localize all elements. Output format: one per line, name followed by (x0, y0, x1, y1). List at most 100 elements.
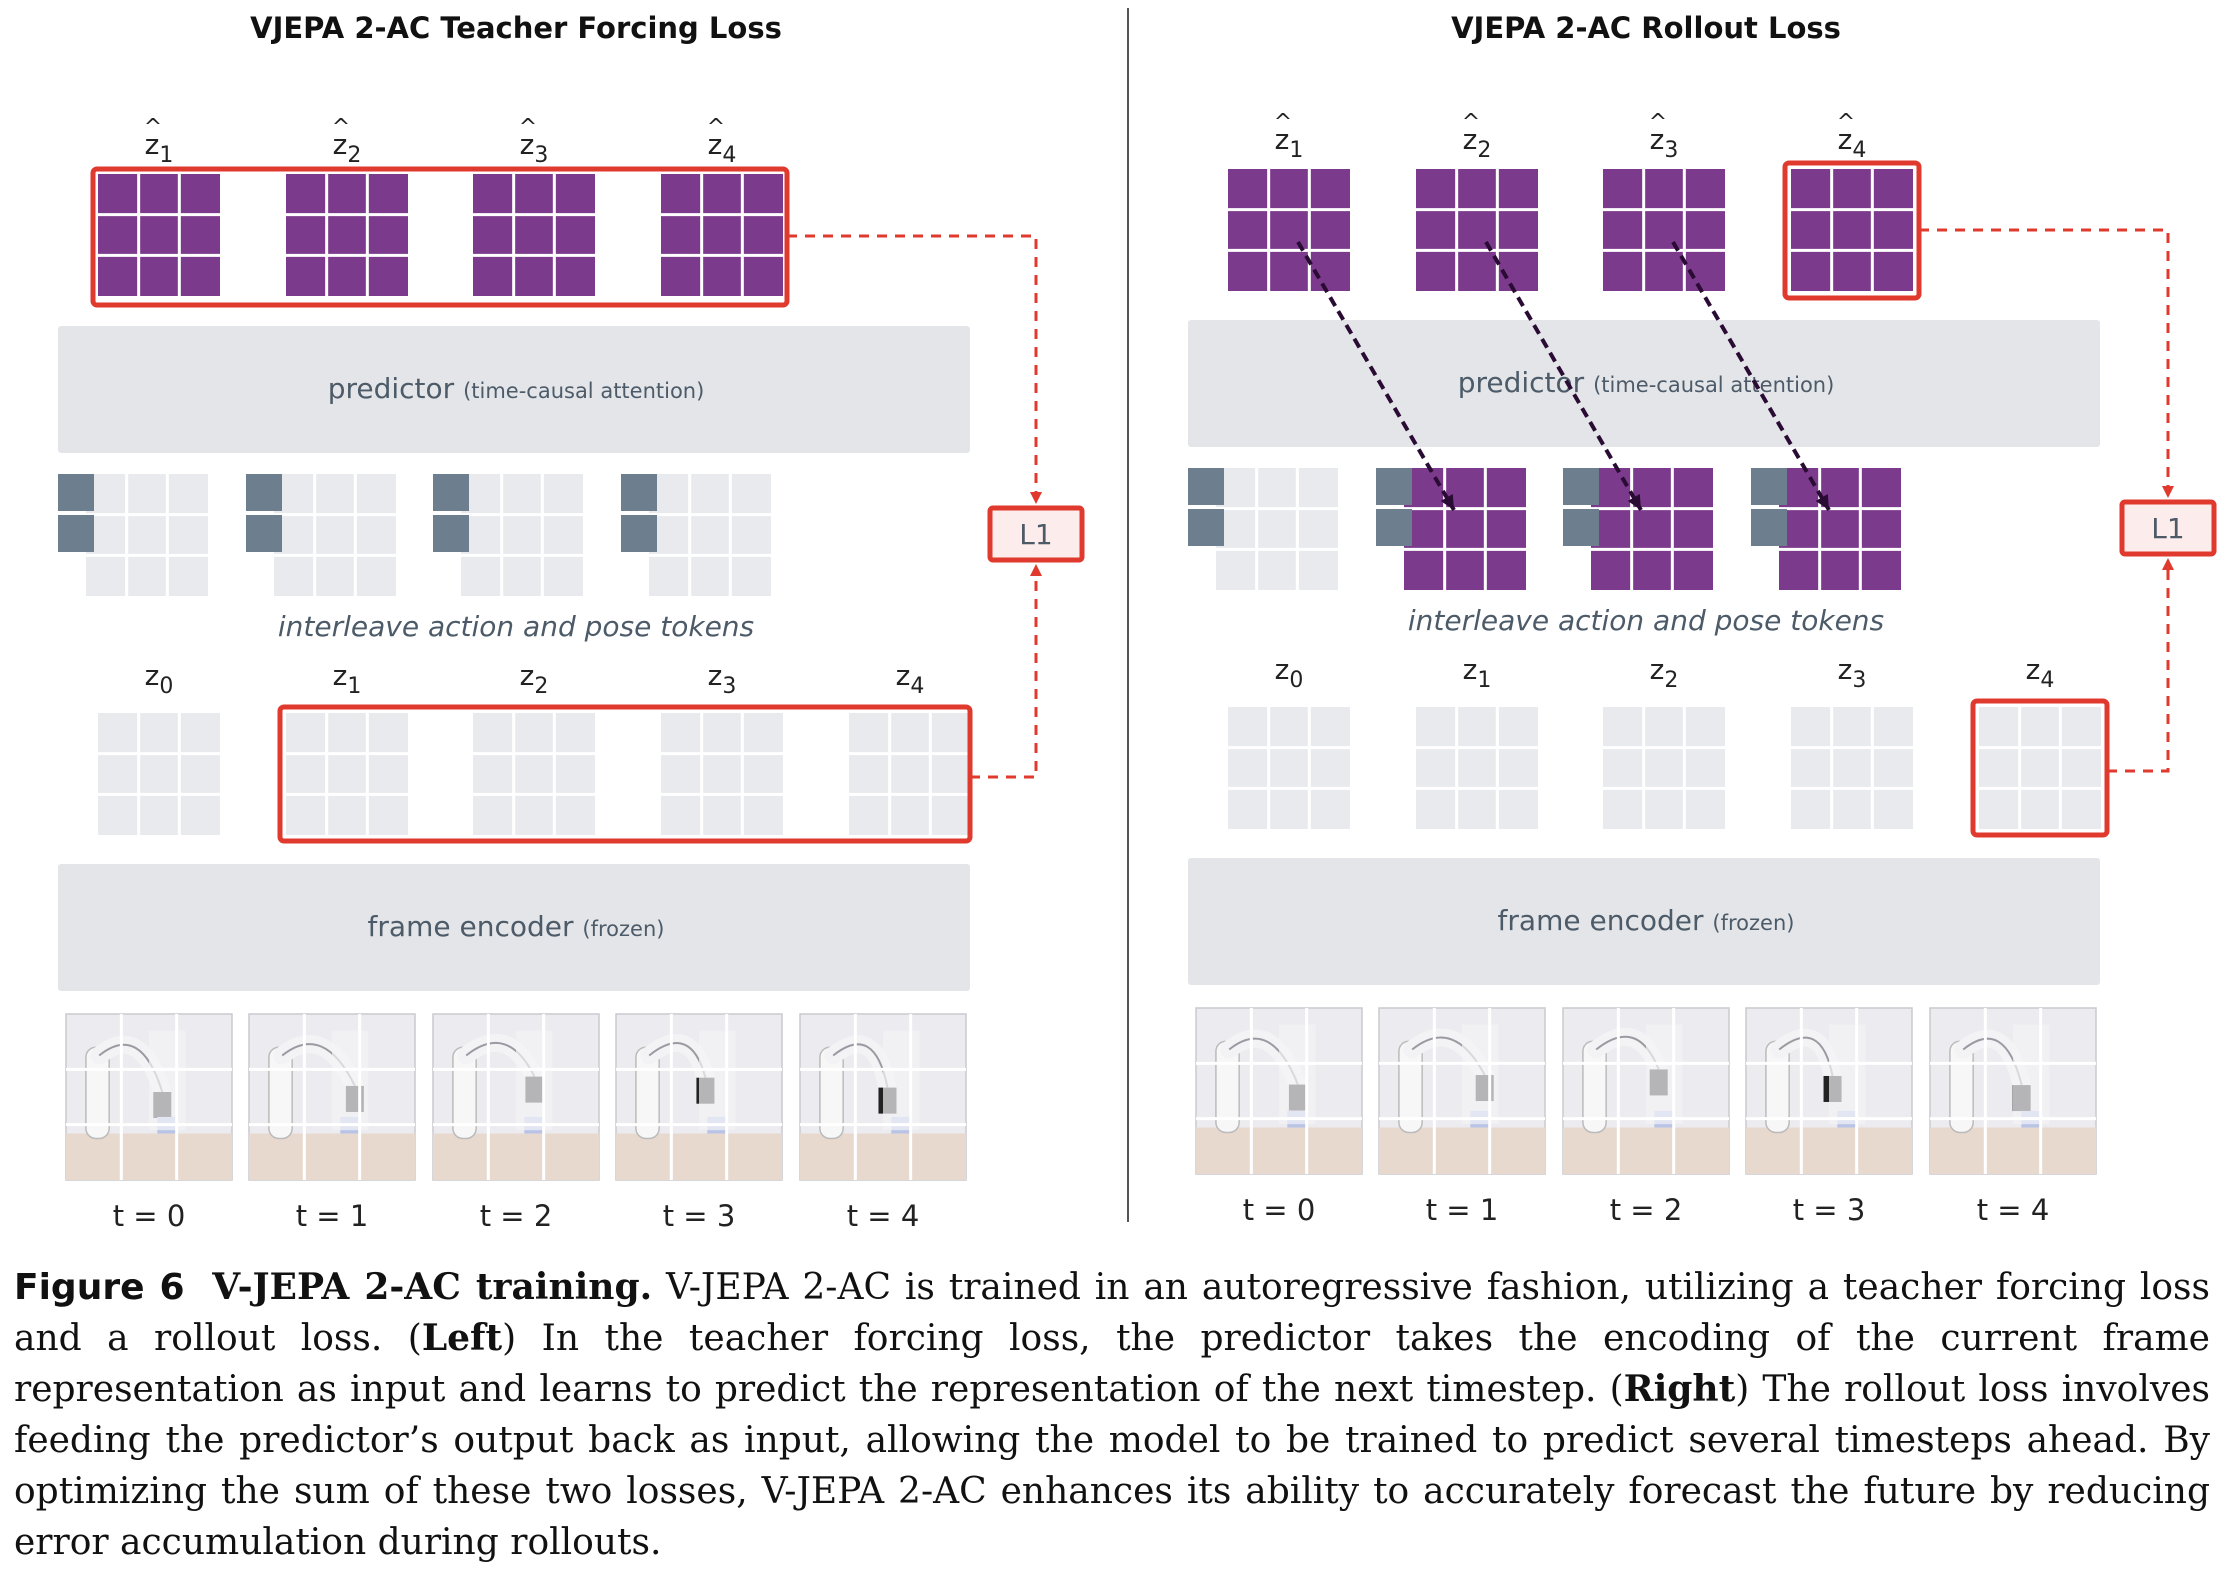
predictor-label: predictor (time-causal attention) (1458, 366, 1835, 399)
time-label-4: t = 4 (847, 1199, 920, 1233)
pose-token (1751, 509, 1787, 546)
time-label-0: t = 0 (1243, 1193, 1316, 1227)
grid-bg (1979, 707, 2101, 829)
grid-bg (1791, 169, 1913, 291)
video-frame-4 (799, 1013, 967, 1181)
grid-bg (473, 713, 595, 835)
pose-token (58, 515, 94, 552)
encoded-label-z3: z3 (708, 659, 737, 699)
rollout-arrowhead (1440, 494, 1454, 510)
l1-loss-box (987, 505, 1085, 563)
encoded-label-z1: z1 (1463, 653, 1492, 693)
frame-table (1563, 1127, 1729, 1174)
grid-bg (86, 474, 208, 596)
figure-diagram: VJEPA 2-AC Teacher Forcing Lossz1^z2^z3^… (58, 8, 2217, 1233)
encoded-label-z4: z4 (2026, 653, 2055, 693)
frame-encoder-label: frame encoder (frozen) (1498, 904, 1795, 937)
background-panel (699, 1030, 736, 1131)
arrowhead-top (2162, 486, 2174, 498)
action-token (246, 474, 282, 511)
figure-caption: Figure 6 V-JEPA 2-AC training. V-JEPA 2-… (14, 1266, 2210, 1563)
grid-bg (1603, 169, 1725, 291)
arrowhead-top (1030, 492, 1042, 504)
encoded-label-z1: z1 (333, 659, 362, 699)
dashed-connector-bottom (970, 572, 1038, 779)
predicted-grid-z3 (473, 174, 595, 296)
encoded-label-z0: z0 (145, 659, 174, 699)
token-grid-3 (1779, 468, 1901, 590)
encoded-grid-z4 (1979, 707, 2101, 829)
predicted-label-z4: z4 (708, 128, 737, 168)
panel-title: VJEPA 2-AC Teacher Forcing Loss (250, 11, 782, 45)
pose-token (1376, 509, 1412, 546)
frame-table (1196, 1127, 1362, 1174)
predicted-grid-z2 (1416, 169, 1538, 291)
hat-mark: ^ (519, 115, 537, 140)
background-panel (149, 1030, 186, 1131)
arrowhead-bottom (1030, 564, 1042, 576)
action-token (1751, 468, 1787, 505)
pose-token (621, 515, 657, 552)
frame-table (66, 1133, 232, 1180)
caption-left-text: In the teacher forcing loss, the predict… (14, 1318, 2210, 1410)
frame-encoder-block (1188, 858, 2100, 985)
hat-mark: ^ (1462, 110, 1480, 135)
action-token (1376, 468, 1412, 505)
background-panel (1646, 1024, 1683, 1125)
token-grid-2 (461, 474, 583, 596)
grid-bg (1779, 468, 1901, 590)
encoded-grid-z4 (849, 713, 971, 835)
encoded-grid-z1 (286, 713, 408, 835)
rollout-feedback-arrow (1296, 240, 1456, 512)
frame-encoder-block (58, 864, 970, 991)
time-label-1: t = 1 (296, 1199, 369, 1233)
encoded-label-z0: z0 (1275, 653, 1304, 693)
l1-loss-label: L1 (2151, 512, 2184, 545)
grid-bg (1591, 468, 1713, 590)
caption-title: V-JEPA 2-AC training. (212, 1266, 653, 1308)
time-label-3: t = 3 (663, 1199, 736, 1233)
hat-mark: ^ (1274, 110, 1292, 135)
frame-table (616, 1133, 782, 1180)
frame-table (800, 1133, 966, 1180)
caption-right-tag: Right (1623, 1368, 1736, 1410)
time-label-2: t = 2 (480, 1199, 553, 1233)
hat-mark: ^ (332, 115, 350, 140)
encoded-grid-z2 (473, 713, 595, 835)
predicted-label-z1: z1 (145, 128, 174, 168)
grid-bg (286, 174, 408, 296)
video-frame-4 (1929, 1007, 2097, 1175)
token-grid-0 (86, 474, 208, 596)
l1-loss-label: L1 (1019, 518, 1052, 551)
predicted-grid-z4 (661, 174, 783, 296)
predicted-grid-z4 (1791, 169, 1913, 291)
caption-left-tag: Left (421, 1317, 503, 1359)
grid-bg (1791, 707, 1913, 829)
video-frame-1 (1378, 1007, 1546, 1175)
panel-teacher-forcing: VJEPA 2-AC Teacher Forcing Lossz1^z2^z3^… (58, 11, 1085, 1233)
encoded-label-z3: z3 (1838, 653, 1867, 693)
predicted-label-z1: z1 (1275, 123, 1304, 163)
time-label-0: t = 0 (113, 1199, 186, 1233)
grid-bg (473, 174, 595, 296)
grid-bg (649, 474, 771, 596)
background-panel (516, 1030, 553, 1131)
pose-token (1188, 509, 1224, 546)
hat-mark: ^ (707, 115, 725, 140)
grid-bg (1216, 468, 1338, 590)
time-label-1: t = 1 (1426, 1193, 1499, 1227)
encoded-grid-z1 (1416, 707, 1538, 829)
predicted-label-z2: z2 (1463, 123, 1492, 163)
video-frame-0 (65, 1013, 233, 1181)
grid-bg (98, 713, 220, 835)
background-panel (2013, 1024, 2050, 1125)
grid-bg (661, 713, 783, 835)
grid-bg (274, 474, 396, 596)
panel-title: VJEPA 2-AC Rollout Loss (1451, 11, 1841, 45)
token-grid-1 (274, 474, 396, 596)
grid-bg (461, 474, 583, 596)
frame-encoder-label: frame encoder (frozen) (368, 910, 665, 943)
encoded-grid-z2 (1603, 707, 1725, 829)
grid-bg (1228, 707, 1350, 829)
pose-token (433, 515, 469, 552)
